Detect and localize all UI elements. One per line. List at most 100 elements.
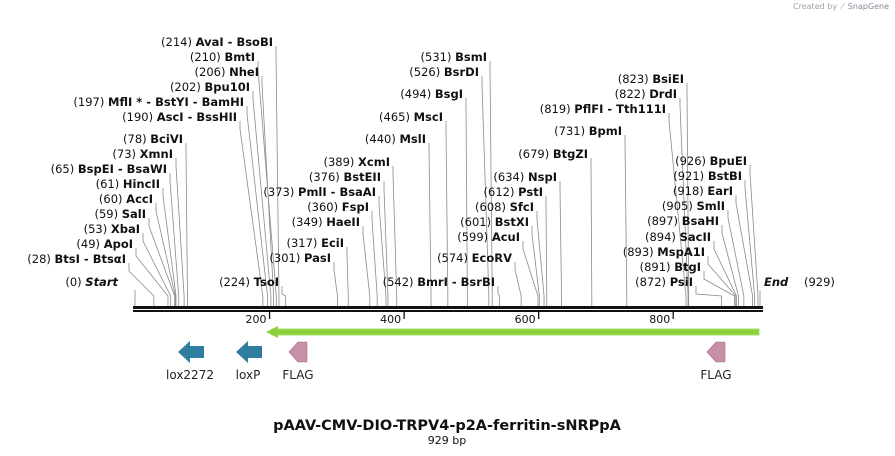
enzyme-name: BpuEI [710, 154, 747, 168]
enzyme-name: SalI [122, 207, 146, 221]
enzyme-name: PflFI [574, 102, 603, 116]
enzyme-name: BmtI [224, 50, 255, 64]
enzyme-name-alt: BssHII [196, 110, 237, 124]
enzyme-site-label: (53) XbaI [84, 222, 140, 236]
site-position: (894) [645, 230, 680, 244]
site-position: (926) [675, 154, 710, 168]
enzyme-name: BsgI [435, 87, 463, 101]
enzyme-separator: - [189, 95, 202, 109]
enzyme-separator: - [184, 110, 197, 124]
site-leader [239, 121, 264, 306]
site-leader [531, 226, 540, 306]
site-leader [155, 203, 176, 306]
enzyme-name: BtsI [55, 252, 80, 266]
site-position: (60) [99, 192, 126, 206]
site-position: (389) [323, 155, 358, 169]
enzyme-name: AvaI [196, 35, 224, 49]
enzyme-name: BciVI [150, 132, 183, 146]
feature-label: FLAG [700, 368, 731, 382]
enzyme-name: HaeII [326, 215, 360, 229]
site-position: (197) [73, 95, 108, 109]
site-position: (872) [635, 275, 670, 289]
site-leader [346, 247, 349, 306]
enzyme-site-label: (376) BstEII [309, 170, 381, 184]
enzyme-name: XmnI [140, 147, 173, 161]
enzyme-site-label: (574) EcoRV [437, 251, 512, 265]
site-position: (574) [437, 251, 472, 265]
enzyme-site-label: (819) PflFI - Tth111I [540, 102, 666, 116]
enzyme-separator: - [114, 162, 127, 176]
snapgene-logo-icon: ⟋ [839, 2, 846, 11]
enzyme-name: BtgZI [553, 147, 588, 161]
site-leader [727, 210, 745, 306]
site-leader [497, 286, 501, 306]
site-leader [668, 113, 687, 306]
site-position: (599) [457, 230, 492, 244]
enzyme-name: MflI [108, 95, 132, 109]
enzyme-site-label: (49) ApoI [76, 237, 133, 251]
site-leader-lines [128, 46, 761, 306]
enzyme-name: ApoI [104, 237, 133, 251]
site-leader [721, 225, 739, 306]
enzyme-name: BsrDI [444, 65, 479, 79]
enzyme-separator: - [224, 35, 237, 49]
enzyme-site-label: (897) BsaHI [647, 214, 719, 228]
enzyme-name: PstI [518, 185, 543, 199]
snapgene-credit: Created by ⟋ SnapGene [793, 2, 889, 12]
enzyme-name: BpmI [589, 124, 622, 138]
site-position: (823) [618, 72, 653, 86]
plasmid-title: pAAV-CMV-DIO-TRPV4-p2A-ferritin-sNRPpA [273, 418, 622, 434]
site-position: (376) [309, 170, 344, 184]
site-leader [246, 106, 268, 306]
enzyme-site-label: (601) BstXI [460, 215, 529, 229]
site-leader [744, 180, 756, 306]
site-position: (526) [409, 65, 444, 79]
enzyme-site-label: (210) BmtI [190, 50, 255, 64]
enzyme-site-label: (440) MslI [365, 132, 426, 146]
site-position: (612) [484, 185, 519, 199]
enzyme-site-label: (78) BciVI [123, 132, 183, 146]
enzyme-site-label: (59) SalI [94, 207, 146, 221]
site-leader [749, 165, 759, 306]
site-leader [522, 241, 539, 306]
site-labels: (214) AvaI - BsoBI(210) BmtI(206) NheI(2… [27, 35, 835, 289]
enzyme-site-label: (634) NspI [493, 170, 557, 184]
enzyme-site-label: (531) BsmI [421, 50, 487, 64]
site-end-label: End [764, 275, 789, 289]
enzyme-name-alt: Tth111I [616, 102, 666, 116]
enzyme-name-alt: BamHI [202, 95, 244, 109]
site-position: (61) [96, 177, 123, 191]
site-position: (210) [190, 50, 225, 64]
enzyme-site-label: (317) EciI [287, 236, 345, 250]
site-leader [175, 158, 185, 306]
site-end-position: (929) [804, 275, 835, 289]
enzyme-name-alt: BtsαI [93, 252, 126, 266]
enzyme-name: BsiEI [652, 72, 684, 86]
site-position: (634) [493, 170, 528, 184]
site-position: (819) [540, 102, 575, 116]
enzyme-site-label: (679) BtgZI [518, 147, 588, 161]
credit-brand: SnapGene [847, 2, 889, 11]
site-position: (0) [65, 275, 85, 289]
enzyme-name: DrdI [649, 87, 677, 101]
enzyme-name: XcmI [358, 155, 390, 169]
site-position: (59) [94, 207, 121, 221]
enzyme-site-label: (60) AccI [99, 192, 153, 206]
site-position: (317) [287, 236, 322, 250]
enzyme-name: BstEII [343, 170, 381, 184]
site-leader [275, 46, 280, 306]
site-leader [428, 143, 432, 306]
site-position: (465) [379, 110, 414, 124]
enzyme-name-alt: BsoBI [236, 35, 273, 49]
site-leader [252, 91, 272, 306]
axis-tick-label: 600 [515, 313, 536, 326]
site-leader [489, 61, 493, 306]
site-leader [703, 271, 735, 306]
enzyme-site-label: (921) BstBI [673, 169, 742, 183]
site-position: (891) [640, 260, 675, 274]
feature-tag [706, 341, 726, 363]
enzyme-name-alt: BsrBI [461, 275, 495, 289]
enzyme-site-label: (891) BtgI [640, 260, 701, 274]
site-leader [362, 226, 371, 306]
